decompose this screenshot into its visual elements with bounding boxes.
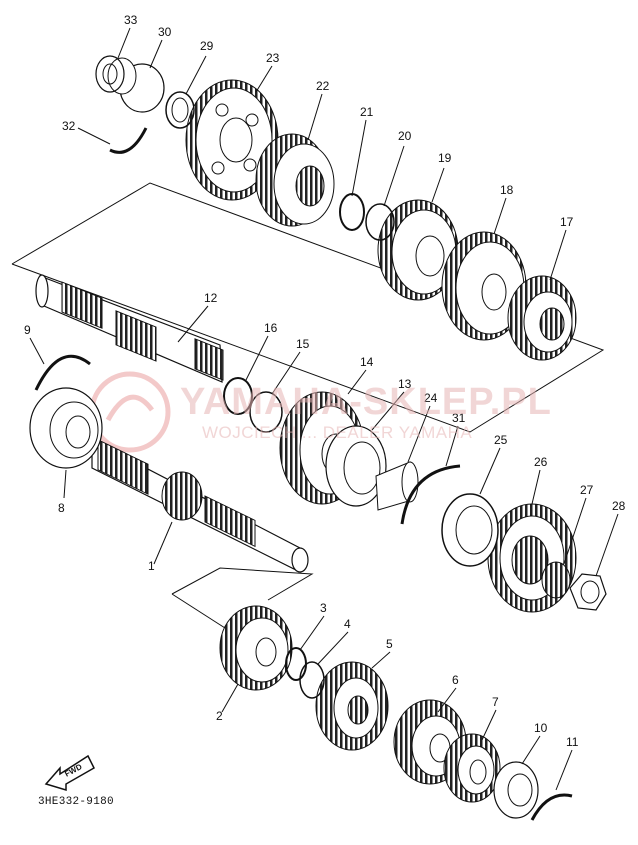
callout-3: 3 — [320, 601, 327, 615]
part-18-gear — [441, 231, 527, 341]
callout-23: 23 — [266, 51, 280, 65]
part-4-washer — [299, 661, 325, 699]
part-30-bearing — [107, 57, 165, 113]
part-5-gear — [315, 661, 389, 751]
callout-14: 14 — [360, 355, 374, 369]
callout-16: 16 — [264, 321, 278, 335]
callout-21: 21 — [360, 105, 374, 119]
lower-group-outline — [171, 567, 314, 601]
callout-31: 31 — [452, 411, 466, 425]
callout-30: 30 — [158, 25, 172, 39]
callout-6: 6 — [452, 673, 459, 687]
callout-29: 29 — [200, 39, 214, 53]
part-1-drive-axle — [91, 439, 309, 573]
callout-1: 1 — [148, 559, 155, 573]
callout-8: 8 — [58, 501, 65, 515]
callout-27: 27 — [580, 483, 594, 497]
part-15-washer — [249, 391, 283, 433]
callout-11: 11 — [566, 735, 579, 749]
part-21-circlip — [339, 193, 365, 231]
callout-17: 17 — [560, 215, 574, 229]
part-25-washer — [441, 493, 499, 567]
callout-9: 9 — [24, 323, 31, 337]
callout-25: 25 — [494, 433, 508, 447]
part-22-gear — [255, 133, 335, 227]
callout-33: 33 — [124, 13, 138, 27]
callout-18: 18 — [500, 183, 514, 197]
part-8-bearing — [29, 387, 103, 469]
part-23-gear — [185, 79, 279, 201]
part-12-main-axle — [35, 274, 224, 383]
part-29-washer — [165, 91, 195, 129]
part-13-bearing — [325, 425, 387, 507]
part-27-lock-washer — [541, 561, 571, 599]
callout-4: 4 — [344, 617, 351, 631]
fwd-arrow-icon: FWD — [44, 754, 95, 792]
part-28-nut — [569, 573, 607, 611]
callout-19: 19 — [438, 151, 452, 165]
callout-24: 24 — [424, 391, 438, 405]
part-7-gear — [443, 733, 501, 803]
callout-5: 5 — [386, 637, 393, 651]
part-2-gear — [219, 605, 293, 691]
diagram-code: 3HE332-9180 — [38, 796, 114, 808]
callout-32: 32 — [62, 119, 76, 133]
part-20-washer — [365, 203, 395, 241]
callout-20: 20 — [398, 129, 412, 143]
leader-lines — [29, 27, 619, 791]
part-33-washer — [95, 55, 125, 93]
callout-10: 10 — [534, 721, 548, 735]
part-9-circlip — [34, 354, 91, 391]
part-10-bearing — [493, 761, 539, 819]
callout-labels: 33 30 29 23 32 22 21 20 19 18 17 12 16 1… — [24, 13, 626, 749]
watermark-logo — [89, 371, 171, 453]
part-16-circlip — [223, 377, 253, 415]
callout-13: 13 — [398, 377, 412, 391]
callout-28: 28 — [612, 499, 626, 513]
callout-15: 15 — [296, 337, 310, 351]
part-11-circlip — [530, 793, 573, 821]
callout-26: 26 — [534, 455, 548, 469]
callout-12: 12 — [204, 291, 218, 305]
part-19-gear — [377, 199, 459, 301]
part-31-half-ring — [400, 464, 461, 525]
part-17-gear — [507, 275, 577, 361]
upper-group-outline — [11, 182, 605, 433]
part-32-circlip — [109, 127, 148, 154]
callout-7: 7 — [492, 695, 499, 709]
callout-2: 2 — [216, 709, 223, 723]
callout-22: 22 — [316, 79, 330, 93]
